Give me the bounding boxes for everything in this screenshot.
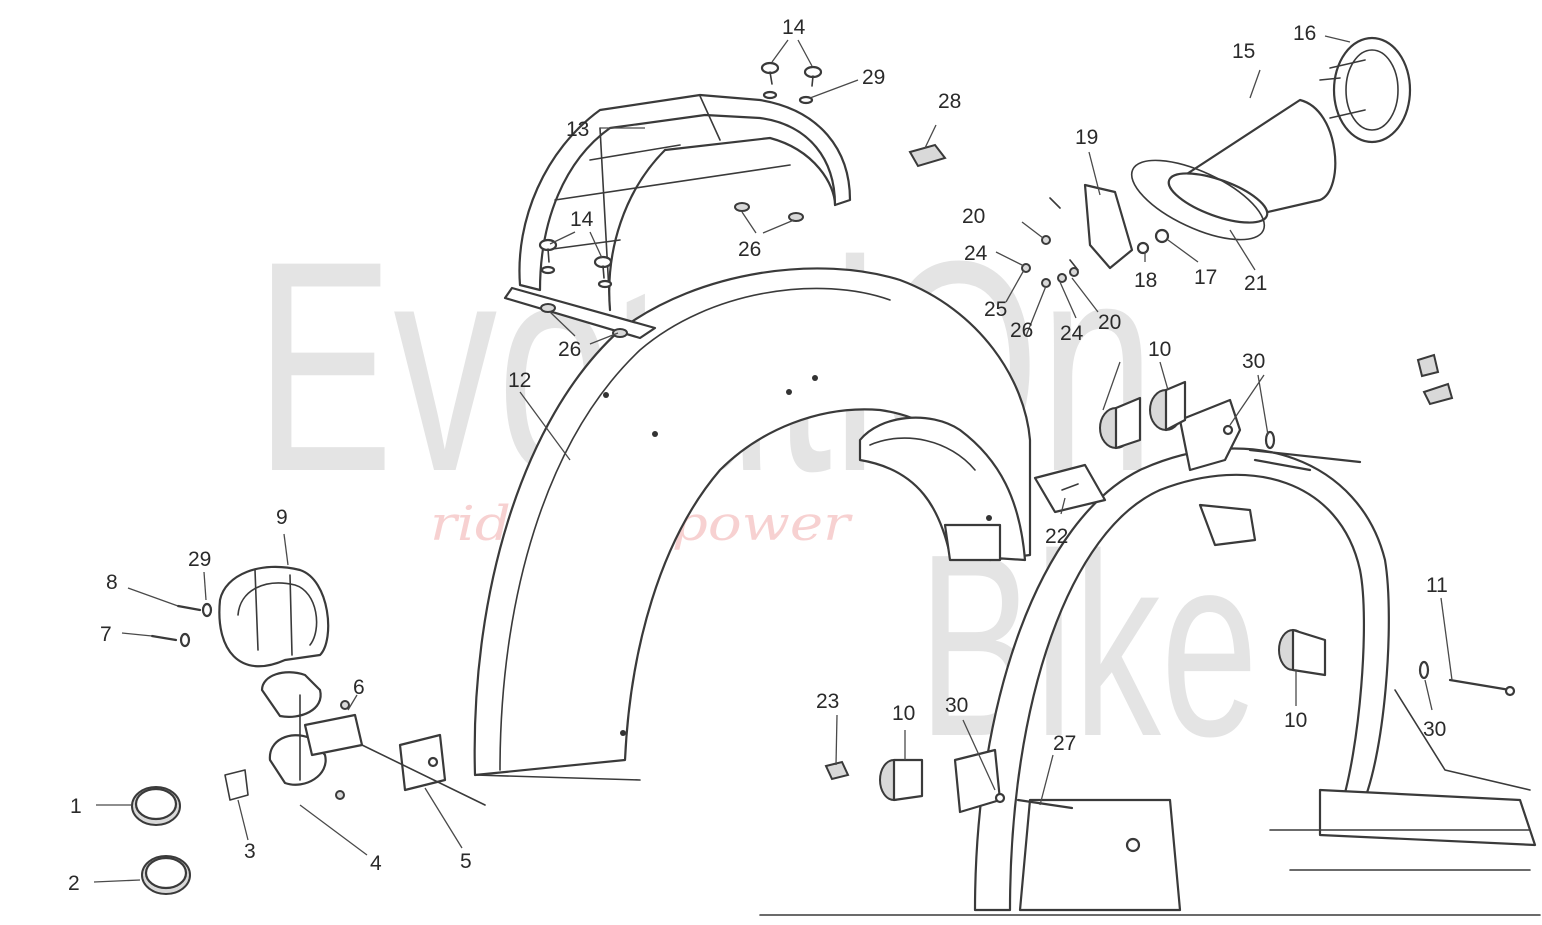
callout-4: 4 (370, 852, 382, 875)
callout-10-top: 10 (1148, 338, 1171, 361)
callout-13: 13 (566, 118, 589, 141)
callout-27: 27 (1053, 732, 1076, 755)
callout-11: 11 (1426, 574, 1448, 597)
callout-23: 23 (816, 690, 839, 713)
callout-30-top: 30 (1242, 350, 1265, 373)
callout-25: 25 (984, 298, 1007, 321)
leader-lines (93, 35, 1453, 883)
callout-numbers: 1 2 3 4 5 6 7 8 9 29 10 10 10 11 12 13 1… (68, 16, 1448, 895)
callout-22: 22 (1045, 525, 1068, 548)
callout-10-mid: 10 (892, 702, 915, 725)
callout-26-rack: 26 (738, 238, 761, 261)
callout-30-right: 30 (1423, 718, 1446, 741)
callout-26-left: 26 (558, 338, 581, 361)
callout-26-light: 26 (1010, 319, 1033, 342)
callout-16: 16 (1293, 22, 1316, 45)
callout-14-top: 14 (782, 16, 806, 39)
callout-1: 1 (70, 795, 82, 818)
callout-5: 5 (460, 850, 472, 873)
rear-frame-drawing (759, 398, 1541, 916)
callout-9: 9 (276, 506, 288, 529)
callout-28: 28 (938, 90, 961, 113)
callout-15: 15 (1232, 40, 1255, 63)
left-lamp-assembly-drawing (131, 565, 486, 895)
callout-7: 7 (100, 623, 112, 646)
callout-29-top: 29 (862, 66, 885, 89)
callout-3: 3 (244, 840, 256, 863)
callout-14-rack: 14 (570, 208, 594, 231)
callout-29-left: 29 (188, 548, 211, 571)
callout-20-top: 20 (962, 205, 985, 228)
part-drawings (131, 36, 1541, 916)
callout-18: 18 (1134, 269, 1157, 292)
callout-30-mid: 30 (945, 694, 968, 717)
callout-17: 17 (1194, 266, 1217, 289)
callout-24-top: 24 (964, 242, 988, 265)
callout-21: 21 (1244, 272, 1267, 295)
rear-fender-drawing (473, 267, 1032, 781)
mounting-hardware-drawing (824, 353, 1516, 810)
rack-fasteners-drawing (538, 61, 947, 338)
tail-light-drawing (1021, 36, 1412, 288)
callout-12: 12 (508, 369, 531, 392)
callout-24-bot: 24 (1060, 322, 1084, 345)
luggage-rack-drawing (503, 93, 852, 340)
callout-8: 8 (106, 571, 118, 594)
callout-6: 6 (353, 676, 365, 699)
callout-2: 2 (68, 872, 80, 895)
callout-20-bot: 20 (1098, 311, 1121, 334)
callout-19: 19 (1075, 126, 1098, 149)
rubber-blocks-drawing (879, 380, 1327, 802)
callout-10-right: 10 (1284, 709, 1307, 732)
